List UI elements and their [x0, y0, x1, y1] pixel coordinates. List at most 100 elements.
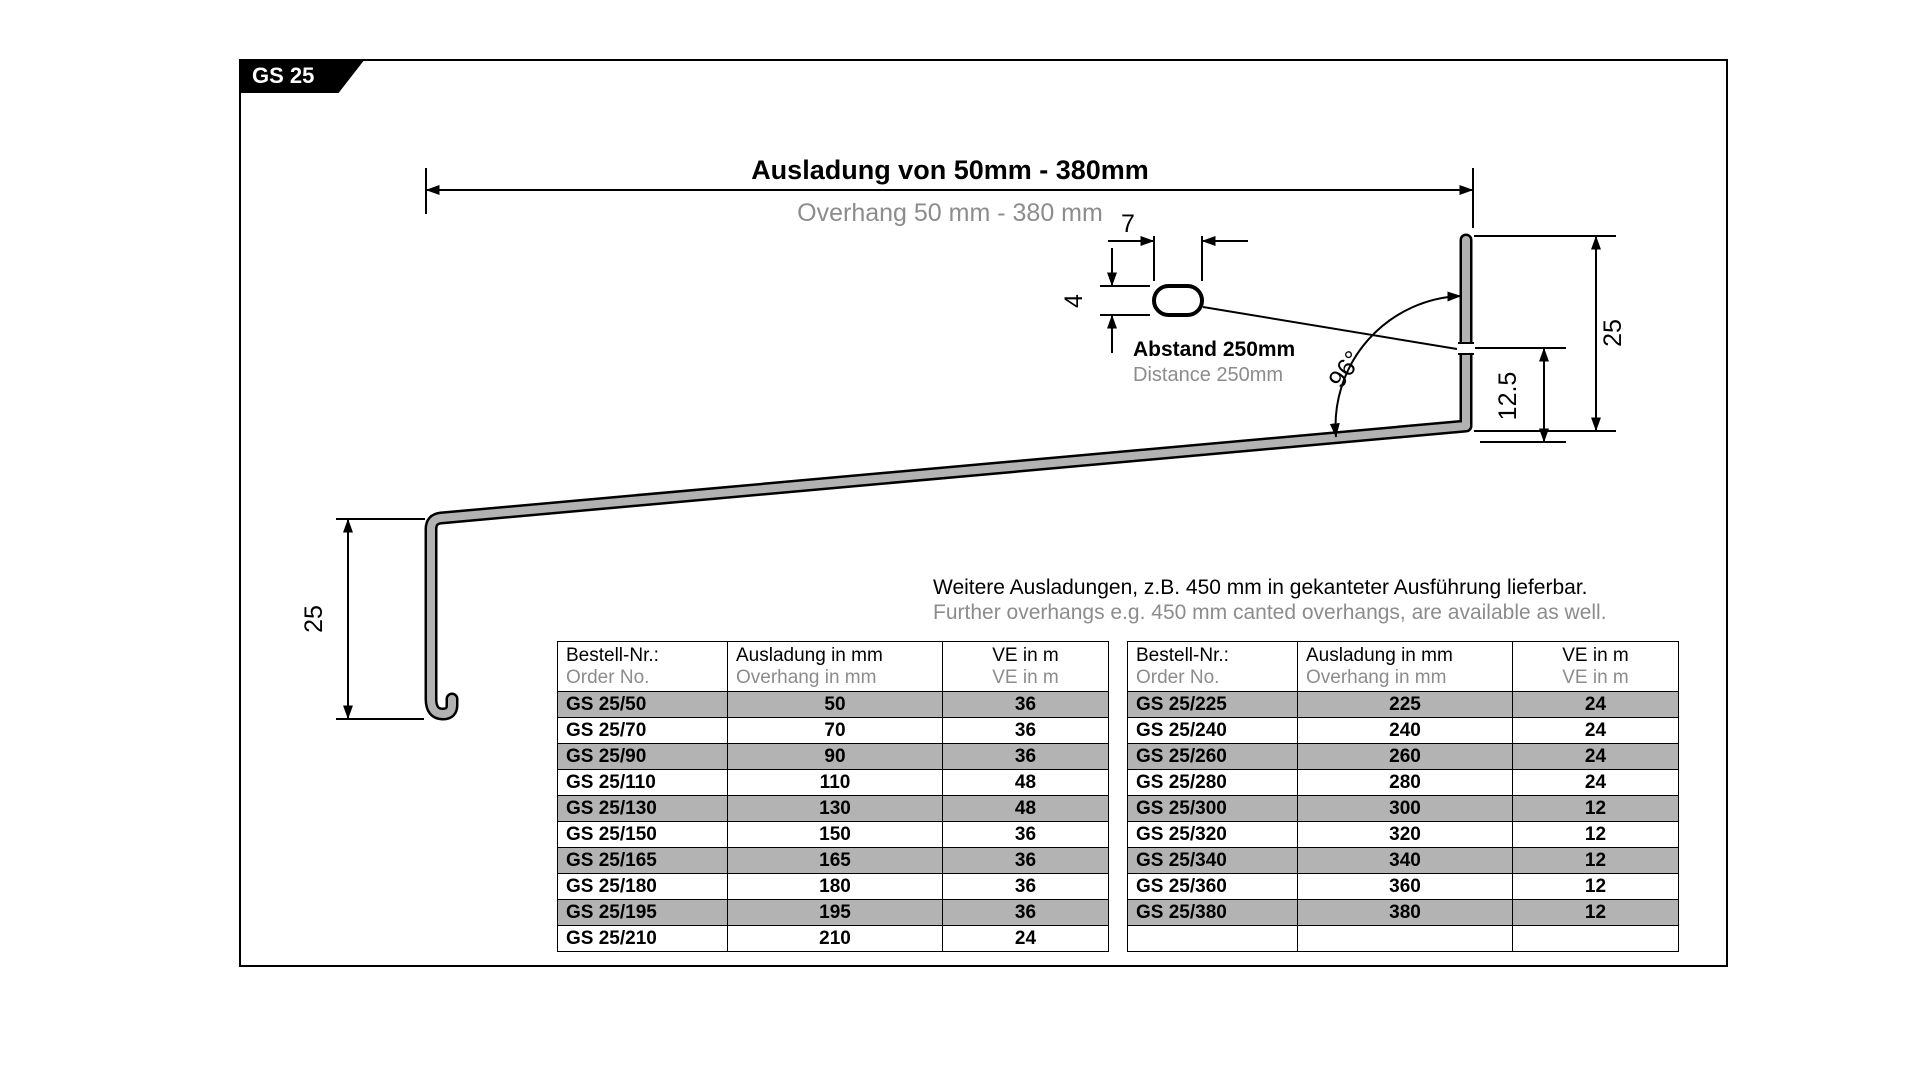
header-ve: VE in m VE in m	[1512, 641, 1679, 692]
header-ve-en: VE in m	[992, 666, 1059, 688]
overhang-cell: 195	[727, 899, 943, 926]
left-height-label: 25	[300, 605, 328, 633]
header-overhang-de: Ausladung in mm	[1306, 644, 1453, 666]
overhang-cell: 260	[1297, 743, 1513, 770]
note-de: Weitere Ausladungen, z.B. 450 mm in geka…	[933, 576, 1588, 599]
ve-cell: 12	[1512, 847, 1679, 874]
order-no-cell: GS 25/195	[557, 899, 728, 926]
slot-detail: 7 4 Abstand 250mm Distance 250mm	[1060, 210, 1458, 386]
overhang-cell: 150	[727, 821, 943, 848]
overhang-cell: 50	[727, 691, 943, 718]
ve-cell: 24	[1512, 769, 1679, 796]
ve-cell: 24	[1512, 743, 1679, 770]
overhang-cell: 320	[1297, 821, 1513, 848]
ve-cell: 24	[1512, 717, 1679, 744]
overhang-cell	[1297, 925, 1513, 952]
ve-cell: 12	[1512, 821, 1679, 848]
header-ve-en: VE in m	[1562, 666, 1629, 688]
product-code-tab: GS 25	[239, 59, 365, 93]
order-table: Bestell-Nr.: Order No. Ausladung in mm O…	[1127, 641, 1679, 952]
ve-cell: 12	[1512, 899, 1679, 926]
overhang-cell: 210	[727, 925, 943, 952]
profile-body	[427, 236, 1470, 718]
ve-cell: 48	[942, 769, 1109, 796]
overhang-cell: 70	[727, 717, 943, 744]
order-table-right: Bestell-Nr.: Order No. Ausladung in mm O…	[1127, 641, 1679, 952]
header-order-no-en: Order No.	[1136, 666, 1220, 688]
ve-cell: 36	[942, 691, 1109, 718]
order-no-cell: GS 25/300	[1127, 795, 1298, 822]
order-no-cell: GS 25/165	[557, 847, 728, 874]
slot-height-label: 4	[1060, 294, 1088, 308]
ve-cell: 36	[942, 743, 1109, 770]
header-ve-de: VE in m	[1562, 644, 1629, 666]
overhang-title-de: Ausladung von 50mm - 380mm	[751, 155, 1149, 185]
order-no-cell	[1127, 925, 1298, 952]
overhang-cell: 225	[1297, 691, 1513, 718]
availability-note: Weitere Ausladungen, z.B. 450 mm in geka…	[933, 575, 1607, 625]
order-no-cell: GS 25/280	[1127, 769, 1298, 796]
offset-dimension: 12.5	[1475, 347, 1566, 443]
header-order-no-de: Bestell-Nr.:	[566, 644, 659, 666]
overhang-cell: 180	[727, 873, 943, 900]
slot-width-label: 7	[1121, 210, 1135, 238]
ve-cell: 36	[942, 821, 1109, 848]
ve-cell: 12	[1512, 873, 1679, 900]
order-table: Bestell-Nr.: Order No. Ausladung in mm O…	[557, 641, 1109, 952]
slot-distance-de: Abstand 250mm	[1133, 338, 1295, 361]
order-no-cell: GS 25/225	[1127, 691, 1298, 718]
ve-cell: 48	[942, 795, 1109, 822]
ve-cell: 12	[1512, 795, 1679, 822]
order-no-cell: GS 25/320	[1127, 821, 1298, 848]
overhang-cell: 165	[727, 847, 943, 874]
overhang-cell: 90	[727, 743, 943, 770]
header-overhang-en: Overhang in mm	[1306, 666, 1447, 688]
angle-dimension: 96°	[1323, 291, 1462, 438]
overhang-cell: 360	[1297, 873, 1513, 900]
order-no-cell: GS 25/90	[557, 743, 728, 770]
order-no-cell: GS 25/340	[1127, 847, 1298, 874]
header-ve-de: VE in m	[992, 644, 1059, 666]
header-ve: VE in m VE in m	[942, 641, 1109, 692]
ve-cell: 36	[942, 847, 1109, 874]
overhang-cell: 280	[1297, 769, 1513, 796]
order-no-cell: GS 25/50	[557, 691, 728, 718]
overhang-cell: 380	[1297, 899, 1513, 926]
order-no-cell: GS 25/180	[557, 873, 728, 900]
overhang-cell: 130	[727, 795, 943, 822]
order-no-cell: GS 25/360	[1127, 873, 1298, 900]
order-no-cell: GS 25/70	[557, 717, 728, 744]
header-order-no: Bestell-Nr.: Order No.	[1127, 641, 1298, 692]
product-code: GS 25	[252, 63, 315, 88]
ve-cell: 36	[942, 717, 1109, 744]
header-overhang: Ausladung in mm Overhang in mm	[727, 641, 943, 692]
table-header-row: Bestell-Nr.: Order No. Ausladung in mm O…	[557, 641, 1109, 692]
order-no-cell: GS 25/110	[557, 769, 728, 796]
right-height-label: 25	[1599, 319, 1627, 347]
ve-cell: 36	[942, 899, 1109, 926]
order-no-cell: GS 25/210	[557, 925, 728, 952]
order-no-cell: GS 25/240	[1127, 717, 1298, 744]
overhang-cell: 300	[1297, 795, 1513, 822]
header-order-no: Bestell-Nr.: Order No.	[557, 641, 728, 692]
note-en: Further overhangs e.g. 450 mm canted ove…	[933, 601, 1607, 624]
overhang-dimension: Ausladung von 50mm - 380mm Overhang 50 m…	[425, 155, 1474, 228]
header-overhang-de: Ausladung in mm	[736, 644, 883, 666]
